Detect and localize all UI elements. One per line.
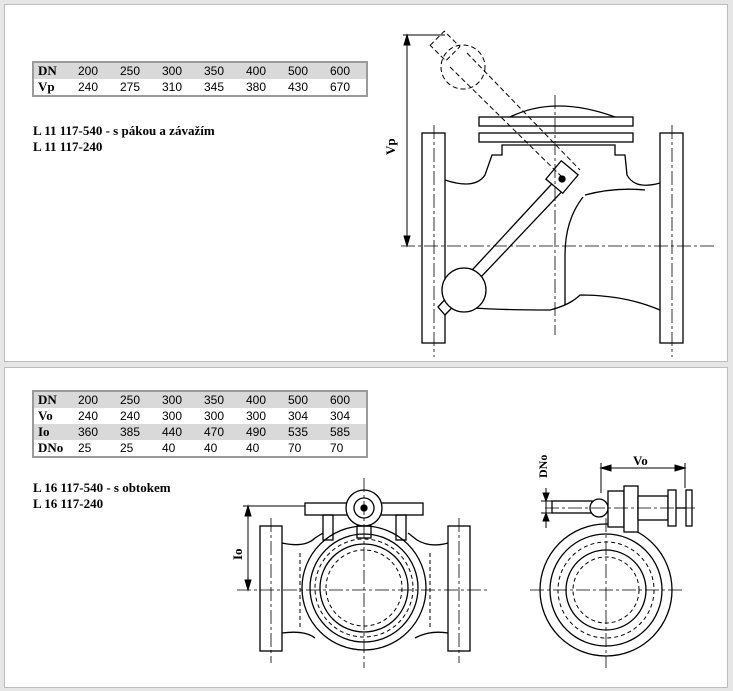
table-row: Vp 240 275 310 345 380 430 670 bbox=[33, 79, 367, 96]
table-cell: 430 bbox=[288, 80, 309, 94]
left-flange bbox=[421, 132, 446, 344]
io-dimension-label: Io bbox=[230, 548, 245, 560]
table-row: Vo 240 240 300 300 300 304 304 bbox=[33, 408, 367, 424]
bottom-code-2: L 16 117-240 bbox=[33, 496, 104, 511]
vo-dimension bbox=[599, 463, 687, 493]
row-label: Vo bbox=[38, 408, 53, 423]
check-valve-lever-drawing: Vp bbox=[383, 30, 717, 357]
table-cell: 360 bbox=[72, 424, 114, 440]
top-code-2: L 11 117-240 bbox=[33, 139, 103, 154]
table-cell: 600 bbox=[324, 391, 367, 408]
table-cell: 310 bbox=[162, 80, 183, 94]
table-cell: 40 bbox=[162, 441, 176, 455]
table-cell: 70 bbox=[330, 441, 344, 455]
body-top bbox=[444, 144, 661, 186]
table-cell: 490 bbox=[240, 424, 282, 440]
table-cell: 25 bbox=[120, 441, 134, 455]
dno-dimension bbox=[541, 488, 565, 528]
table-cell: 400 bbox=[240, 62, 282, 79]
table-cell: 250 bbox=[114, 62, 156, 79]
table-cell: 300 bbox=[204, 409, 225, 423]
table-cell: 585 bbox=[324, 424, 367, 440]
table-cell: 470 bbox=[198, 424, 240, 440]
table-cell: 200 bbox=[72, 62, 114, 79]
table-cell: 70 bbox=[288, 441, 302, 455]
row-label: Io bbox=[33, 424, 72, 440]
table-cell: 250 bbox=[114, 391, 156, 408]
lever-open-position bbox=[429, 30, 581, 181]
table-cell: 500 bbox=[282, 62, 324, 79]
row-label: DN bbox=[33, 62, 72, 79]
dome bbox=[509, 105, 616, 118]
cover-flange-top bbox=[478, 116, 634, 127]
io-dimension bbox=[243, 504, 305, 592]
table-cell: 600 bbox=[324, 62, 367, 79]
table-cell: 275 bbox=[120, 80, 141, 94]
top-code-1: L 11 117-540 - s pákou a závažím bbox=[33, 123, 215, 138]
seat-curve bbox=[564, 196, 584, 305]
table-cell: 300 bbox=[246, 409, 267, 423]
table-cell: 200 bbox=[72, 391, 114, 408]
row-label: DNo bbox=[38, 440, 64, 455]
dno-dimension-label: DNo bbox=[536, 455, 550, 478]
table-cell: 300 bbox=[156, 391, 198, 408]
table-cell: 300 bbox=[162, 409, 183, 423]
vo-dimension-label: Vo bbox=[633, 453, 648, 468]
table-cell: 500 bbox=[282, 391, 324, 408]
bottom-code-1: L 16 117-540 - s obtokem bbox=[33, 480, 171, 495]
front-view bbox=[259, 489, 471, 652]
table-cell: 40 bbox=[246, 441, 260, 455]
counterweight bbox=[441, 267, 487, 313]
table-cell: 240 bbox=[78, 409, 99, 423]
table-cell: 304 bbox=[330, 409, 351, 423]
table-cell: 304 bbox=[288, 409, 309, 423]
vp-dimension-label: Vp bbox=[383, 138, 398, 155]
table-cell: 440 bbox=[156, 424, 198, 440]
table-cell: 385 bbox=[114, 424, 156, 440]
cover-flange-bottom bbox=[478, 132, 634, 143]
table-cell: 380 bbox=[246, 80, 267, 94]
table-cell: 240 bbox=[78, 80, 99, 94]
table-cell: 350 bbox=[198, 391, 240, 408]
table-cell: 350 bbox=[198, 62, 240, 79]
table-cell: 40 bbox=[204, 441, 218, 455]
table-cell: 240 bbox=[120, 409, 141, 423]
table-cell: 345 bbox=[204, 80, 225, 94]
table-cell: 670 bbox=[330, 80, 351, 94]
table-cell: 25 bbox=[78, 441, 92, 455]
right-flange bbox=[659, 132, 684, 344]
table-row: DNo 25 25 40 40 40 70 70 bbox=[33, 440, 367, 457]
row-label: DN bbox=[33, 391, 72, 408]
valve-bypass-drawing: Io bbox=[230, 453, 695, 668]
table-cell: 400 bbox=[240, 391, 282, 408]
table-cell: 300 bbox=[156, 62, 198, 79]
row-label: Vp bbox=[38, 79, 55, 94]
side-view bbox=[539, 485, 693, 657]
table-cell: 535 bbox=[282, 424, 324, 440]
